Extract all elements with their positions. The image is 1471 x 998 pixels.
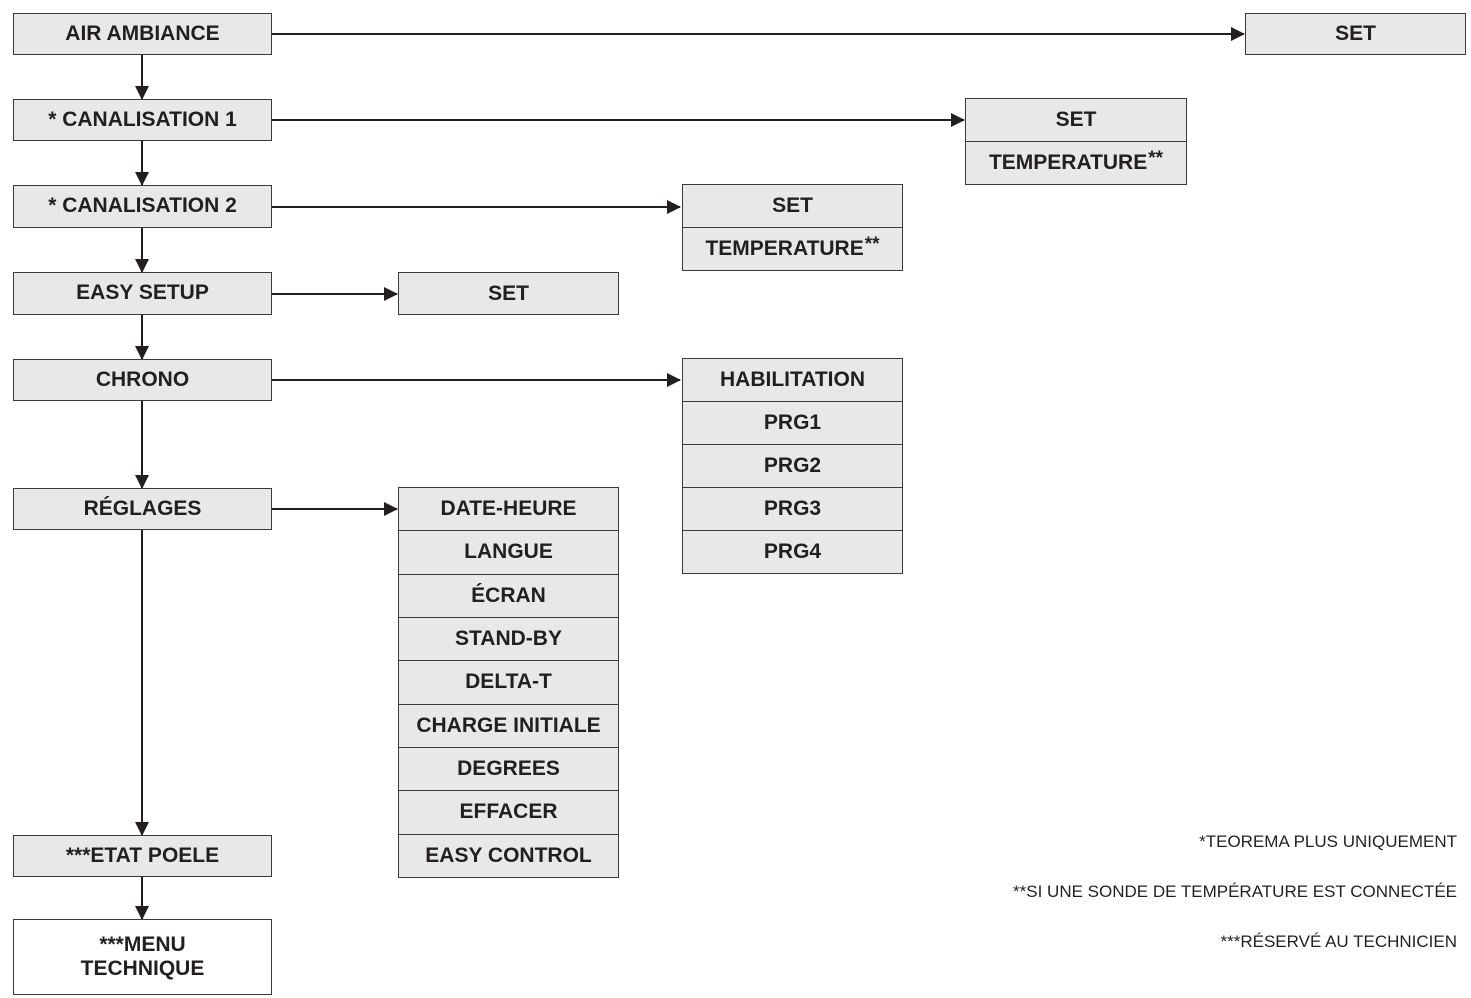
note-teorema-plus: *TEOREMA PLUS UNIQUEMENT	[1199, 832, 1457, 851]
reglages-stand-by: STAND-BY	[399, 616, 618, 660]
chrono-prg2: PRG2	[683, 444, 902, 487]
easy-setup-set: SET	[488, 281, 529, 305]
menu-technique-line-2: TECHNIQUE	[80, 957, 205, 980]
menu-technique: ***MENU TECHNIQUE	[13, 919, 272, 995]
canalisation-2-temperature-mark: **	[864, 234, 880, 255]
menu-easy-setup: EASY SETUP	[13, 272, 272, 315]
air-ambiance-submenu: SET	[1245, 13, 1466, 55]
reglages-date-heure: DATE-HEURE	[440, 497, 577, 521]
canalisation-2-submenu: SET TEMPERATURE**	[682, 184, 903, 271]
canalisation-2-temperature-label: TEMPERATURE	[705, 237, 864, 260]
canalisation-1-temperature-label: TEMPERATURE	[988, 151, 1148, 174]
reglages-submenu: DATE-HEURE LANGUE ÉCRAN STAND-BY DELTA-T…	[398, 487, 619, 878]
reglages-degrees: DEGREES	[399, 746, 618, 790]
menu-reglages: RÉGLAGES	[13, 488, 272, 530]
chrono-prg1: PRG1	[683, 401, 902, 444]
air-ambiance-set: SET	[1335, 22, 1376, 45]
note-reserve-technicien: ***RÉSERVÉ AU TECHNICIEN	[1220, 932, 1458, 951]
canalisation-1-temperature-mark: **	[1148, 148, 1164, 169]
chrono-prg3: PRG3	[683, 487, 902, 530]
reglages-delta-t: DELTA-T	[399, 660, 618, 703]
easy-setup-submenu: SET	[398, 272, 619, 315]
menu-chrono: CHRONO	[13, 359, 272, 401]
canalisation-1-submenu: SET TEMPERATURE**	[965, 98, 1187, 185]
note-sonde-temperature: **SI UNE SONDE DE TEMPÉRATURE EST CONNEC…	[1013, 882, 1457, 901]
chrono-prg4: PRG4	[683, 530, 902, 573]
menu-air-ambiance: AIR AMBIANCE	[13, 13, 272, 55]
reglages-charge-initiale: CHARGE INITIALE	[399, 703, 618, 747]
chrono-submenu: HABILITATION PRG1 PRG2 PRG3 PRG4	[682, 358, 903, 574]
canalisation-1-temperature: TEMPERATURE**	[966, 141, 1186, 184]
reglages-easy-control: EASY CONTROL	[399, 833, 618, 877]
reglages-langue: LANGUE	[399, 530, 618, 573]
menu-technique-line-1: ***MENU	[99, 932, 186, 956]
menu-canalisation-1: * CANALISATION 1	[13, 99, 272, 141]
reglages-effacer: EFFACER	[399, 790, 618, 833]
reglages-ecran: ÉCRAN	[399, 573, 618, 617]
chrono-habilitation: HABILITATION	[719, 368, 866, 391]
canalisation-2-temperature: TEMPERATURE**	[683, 227, 902, 270]
canalisation-1-set: SET	[1055, 108, 1097, 131]
menu-etat-poele: ***ETAT POELE	[13, 835, 272, 877]
menu-canalisation-2: * CANALISATION 2	[13, 185, 272, 228]
canalisation-2-set: SET	[772, 194, 813, 217]
